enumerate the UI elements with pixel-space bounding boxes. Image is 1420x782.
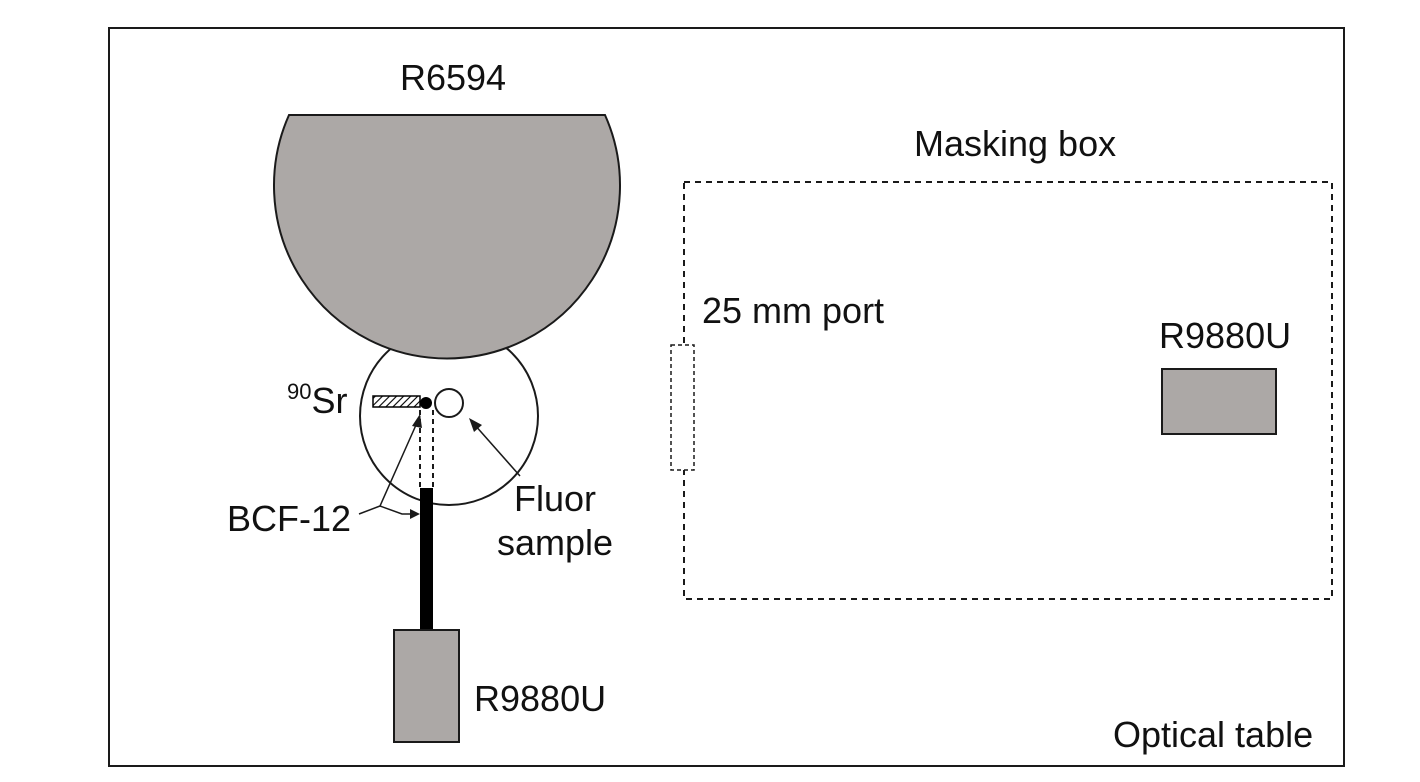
r6594-pmt — [273, 114, 621, 360]
r9880u-bottom-pmt — [393, 629, 460, 743]
bcf12-label: BCF-12 — [227, 498, 352, 539]
masking-box-label: Masking box — [914, 123, 1117, 164]
fluor-sample-label-line2: sample — [496, 522, 614, 563]
port-label: 25 mm port — [702, 290, 885, 331]
r9880u-right-pmt — [1161, 368, 1277, 435]
bcf12-fiber — [420, 488, 433, 630]
bcf12-fiber-tip — [420, 397, 432, 409]
sr90-source — [372, 395, 421, 408]
port-25mm — [670, 344, 695, 471]
fluor-sample-label-line1: Fluor — [513, 478, 597, 519]
fluor-sample — [434, 388, 464, 418]
bcf12-arrowhead-lower — [410, 509, 420, 519]
optical-table-label: Optical table — [1113, 714, 1314, 755]
masking-box — [683, 181, 1333, 600]
sr90-label: 90Sr — [287, 381, 347, 419]
sr90-mass-number: 90 — [287, 379, 312, 404]
r9880u-bottom-label: R9880U — [474, 678, 607, 719]
r6594-label: R6594 — [399, 57, 507, 98]
sr90-symbol: Sr — [311, 380, 348, 421]
optical-table — [108, 27, 1345, 767]
bcf12-arrowhead-upper — [412, 414, 422, 428]
fluor-sample-arrowhead — [469, 418, 482, 432]
r9880u-right-label: R9880U — [1159, 315, 1292, 356]
fluor-sample-pointer — [473, 423, 521, 477]
